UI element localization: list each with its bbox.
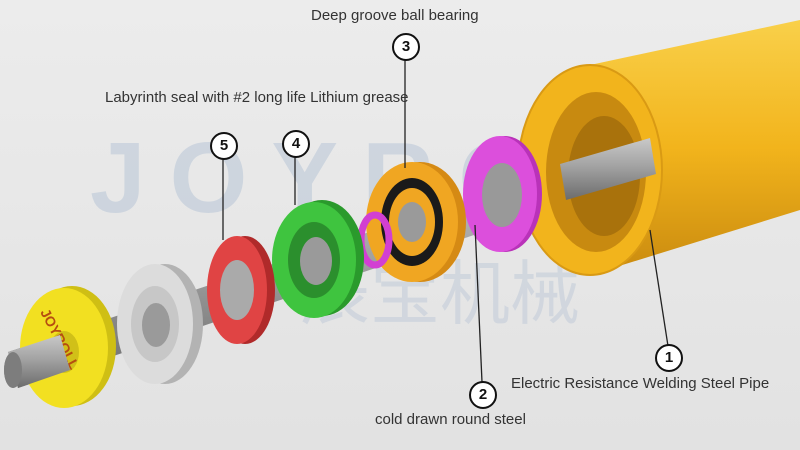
label-shaft: cold drawn round steel (375, 411, 526, 428)
callout-4: 4 (282, 130, 310, 158)
label-pipe: Electric Resistance Welding Steel Pipe (511, 375, 770, 392)
callout-1: 1 (655, 344, 683, 372)
green-seal (272, 200, 364, 318)
shaft-tip (4, 335, 70, 388)
grey-cover (117, 264, 203, 384)
callout-3: 3 (392, 33, 420, 61)
steel-pipe (517, 20, 800, 276)
magenta-seal (463, 136, 542, 252)
label-seal: Labyrinth seal with #2 long life Lithium… (105, 89, 409, 106)
callout-2: 2 (469, 381, 497, 409)
shaft-inside-pipe (560, 138, 656, 200)
leader-lines (222, 60, 669, 383)
ball-bearing (366, 162, 466, 282)
label-bearing: Deep groove ball bearing (311, 7, 479, 24)
red-seal (207, 236, 275, 344)
callout-5: 5 (210, 132, 238, 160)
